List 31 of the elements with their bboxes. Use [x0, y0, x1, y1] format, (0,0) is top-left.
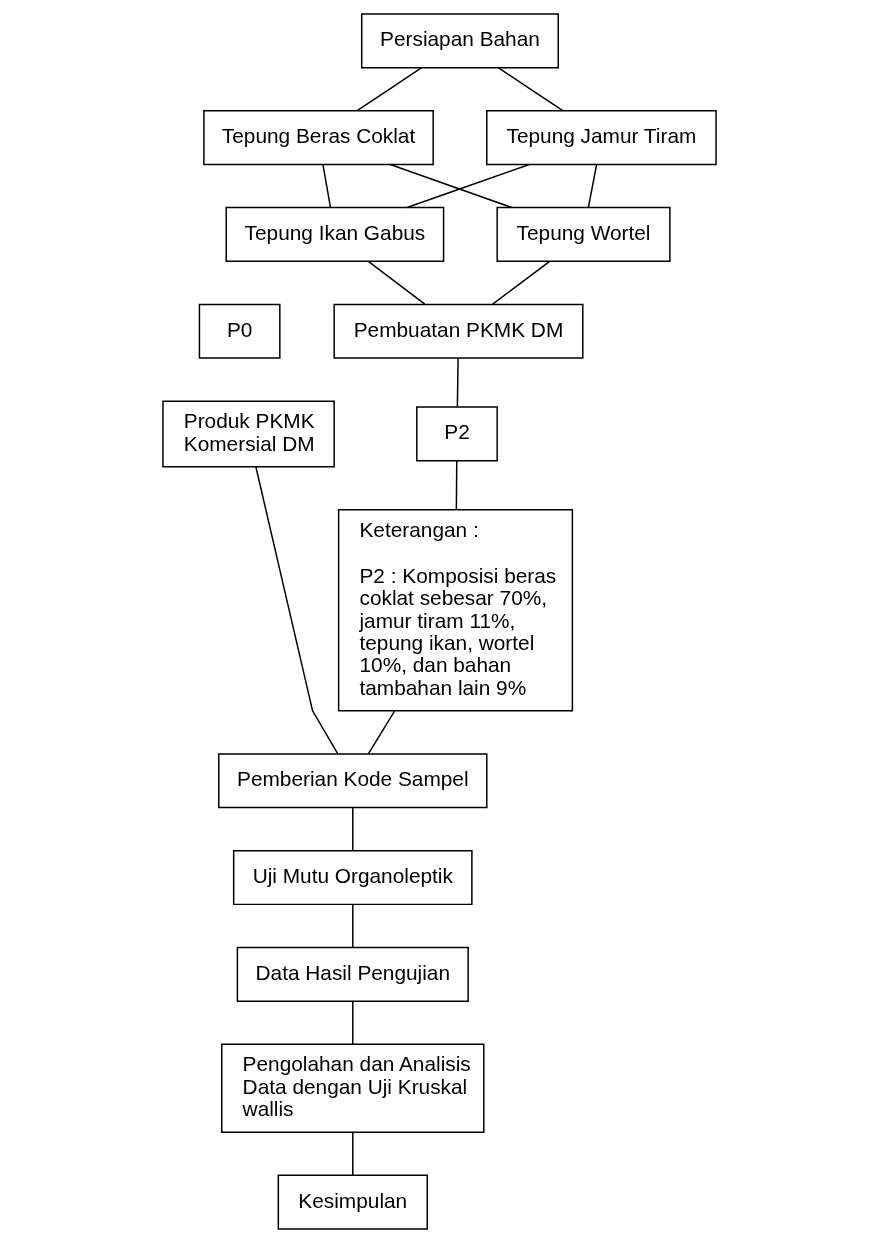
node-box: P2 [416, 406, 498, 462]
node-box: P0 [198, 303, 281, 359]
node-box: Pengolahan dan Analisis Data dengan Uji Kruskal wallis [221, 1043, 485, 1133]
node-box: Tepung Jamur Tiram [486, 110, 717, 166]
connector [322, 164, 332, 209]
node-box: Tepung Wortel [496, 206, 671, 262]
connector [491, 260, 551, 305]
node-box: Pemberian Kode Sampel [218, 753, 488, 809]
connector [356, 67, 423, 112]
connector [455, 460, 458, 511]
connector [352, 1131, 354, 1176]
connector [367, 710, 396, 755]
connector [255, 466, 339, 755]
connector [456, 357, 459, 408]
node-box: Tepung Beras Coklat [203, 110, 434, 166]
connector [406, 163, 531, 209]
connector [389, 163, 513, 209]
connector [497, 67, 564, 112]
connector [587, 164, 598, 209]
node-box: Data Hasil Pengujian [236, 946, 469, 1002]
node-box: Kesimpulan [277, 1174, 428, 1230]
node-box: Pembuatan PKMK DM [333, 303, 584, 359]
connector [352, 807, 354, 852]
node-box: Produk PKMK Komersial DM [162, 400, 335, 468]
node-box: Keterangan : P2 : Komposisi beras coklat sebesar 70%, jamur tiram 11%, tepung ikan, wortel 10%, dan bahan tambahan lain 9% [337, 509, 574, 712]
connector [352, 1000, 354, 1045]
node-box: Tepung Ikan Gabus [225, 206, 445, 262]
node-box: Persiapan Bahan [360, 13, 559, 69]
node-box: Uji Mutu Organoleptik [232, 850, 473, 906]
connector [367, 260, 426, 305]
connector [352, 903, 354, 948]
